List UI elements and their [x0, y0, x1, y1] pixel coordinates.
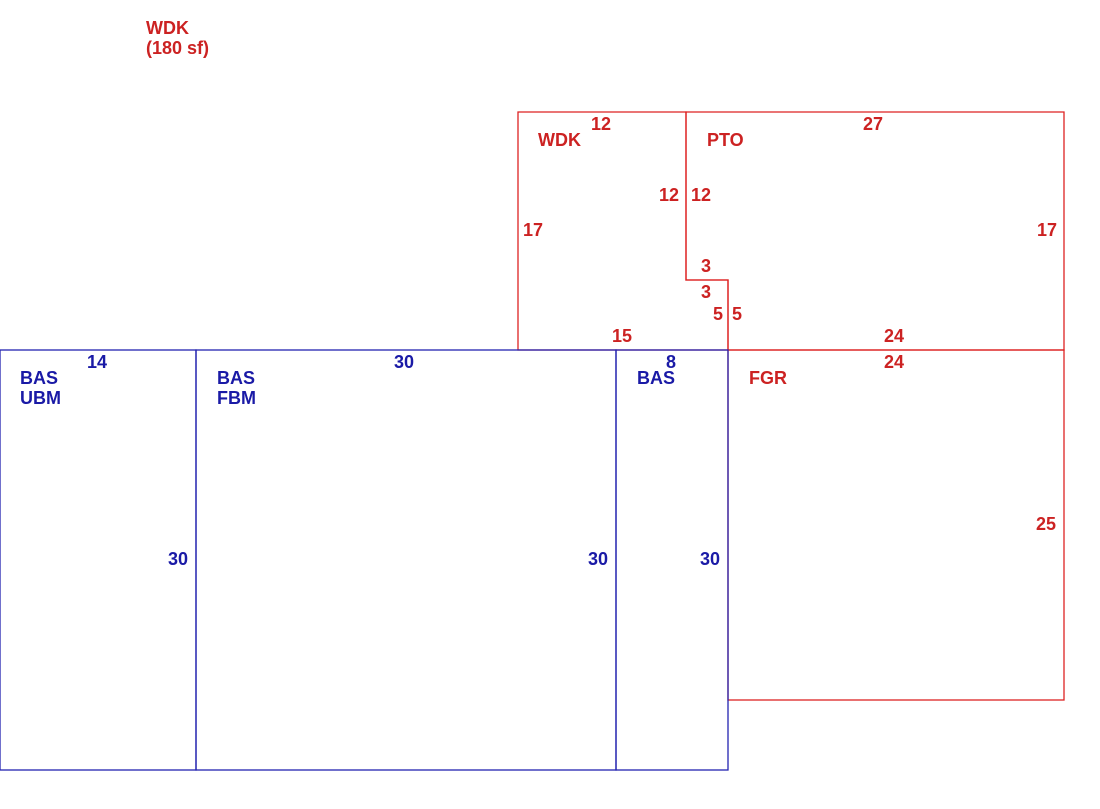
bas-fbm-area-label: BAS — [217, 368, 255, 388]
fgr-outline — [727, 349, 1065, 701]
summary-code: WDK — [146, 18, 189, 38]
bas-outline — [615, 349, 729, 771]
dim-fbm-right: 30 — [588, 549, 608, 569]
dim-ubm-right: 30 — [168, 549, 188, 569]
fgr-area-label: FGR — [749, 368, 787, 388]
dim-pto-top: 27 — [863, 114, 883, 134]
dim-bas-top: 8 — [666, 352, 676, 372]
dim-pto-step-h: 3 — [701, 256, 711, 276]
bas-area-label: BAS — [637, 368, 675, 388]
dim-wdk-top: 12 — [591, 114, 611, 134]
dim-wdk-bottom: 15 — [612, 326, 632, 346]
dim-wdk-left: 17 — [523, 220, 543, 240]
dim-fgr-right: 25 — [1036, 514, 1056, 534]
dim-pto-step-right: 5 — [732, 304, 742, 324]
dim-pto-right: 17 — [1037, 220, 1057, 240]
dim-fgr-top: 24 — [884, 352, 904, 372]
dim-wdk-right: 12 — [659, 185, 679, 205]
dim-bas-right: 30 — [700, 549, 720, 569]
dim-pto-step-left: 5 — [713, 304, 723, 324]
bas-ubm-sub-label: UBM — [20, 388, 61, 408]
bas-fbm-outline — [195, 349, 617, 771]
dim-fbm-top: 30 — [394, 352, 414, 372]
wdk-area-label: WDK — [538, 130, 581, 150]
bas-ubm-area-label: BAS — [20, 368, 58, 388]
dim-ubm-top: 14 — [87, 352, 107, 372]
bas-ubm-outline — [0, 349, 197, 771]
summary-area: (180 sf) — [146, 38, 209, 58]
dim-pto-bottom: 24 — [884, 326, 904, 346]
bas-fbm-sub-label: FBM — [217, 388, 256, 408]
pto-area-label: PTO — [707, 130, 744, 150]
dim-pto-step-v: 3 — [701, 282, 711, 302]
dim-pto-left: 12 — [691, 185, 711, 205]
